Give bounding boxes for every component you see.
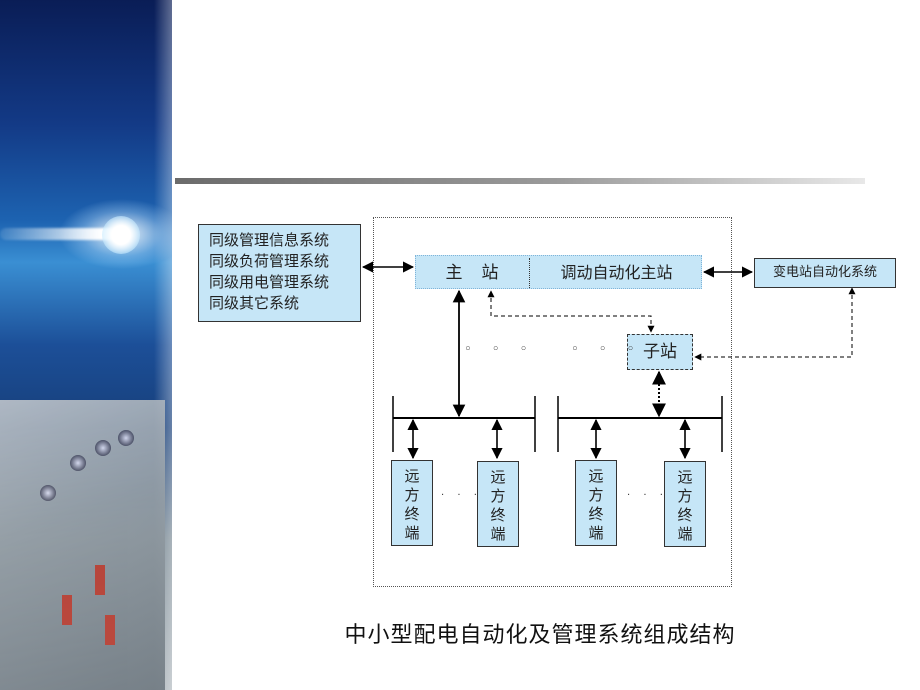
- panel-red-label: [95, 565, 105, 595]
- rtu-char: 远: [490, 468, 506, 486]
- rtu-char: 端: [677, 525, 693, 543]
- rtu-char: 方: [677, 487, 693, 505]
- rtu-char: 端: [588, 524, 604, 542]
- light-beam: [0, 228, 128, 240]
- rtu-char: 终: [490, 506, 506, 524]
- peer-system-item: 同级负荷管理系统: [209, 252, 330, 270]
- rtu-char: 终: [588, 505, 604, 523]
- rtu-char: 方: [490, 487, 506, 505]
- rtu-char: 端: [490, 525, 506, 543]
- panel-knob: [118, 430, 134, 446]
- rtu-char: 远: [677, 468, 693, 486]
- peer-systems-box: 同级管理信息系统 同级负荷管理系统 同级用电管理系统 同级其它系统: [198, 224, 361, 322]
- panel-red-label: [62, 595, 72, 625]
- remote-terminal-unit: 远 方 终 端: [575, 460, 617, 546]
- diagram-caption: 中小型配电自动化及管理系统组成结构: [344, 623, 736, 648]
- sub-station-box: 子站: [627, 334, 693, 370]
- light-glow: [102, 216, 140, 254]
- panel-knob: [70, 455, 86, 471]
- rtu-char: 终: [404, 505, 420, 523]
- main-station-label: 主 站: [445, 263, 500, 283]
- ellipsis-right: ◦ ◦ ◦: [571, 342, 643, 357]
- rtu-char: 远: [404, 467, 420, 485]
- panel-knob: [95, 440, 111, 456]
- peer-system-item: 同级用电管理系统: [209, 273, 330, 291]
- dispatch-master-label: 调动自动化主站: [560, 263, 673, 282]
- equipment-photo: [0, 400, 165, 690]
- rtu-ellipsis-right: · · ·: [627, 490, 668, 501]
- header-separator: [175, 178, 865, 184]
- main-station-box: 主 站 调动自动化主站: [415, 255, 702, 289]
- rtu-char: 端: [404, 524, 420, 542]
- substation-automation-box: 变电站自动化系统: [754, 258, 896, 288]
- peer-system-item: 同级管理信息系统: [209, 231, 330, 249]
- rtu-char: 远: [588, 467, 604, 485]
- rtu-char: 终: [677, 506, 693, 524]
- remote-terminal-unit: 远 方 终 端: [477, 461, 519, 547]
- panel-knob: [40, 485, 56, 501]
- side-photo-band: [0, 0, 172, 690]
- remote-terminal-unit: 远 方 终 端: [664, 461, 706, 547]
- rtu-char: 方: [404, 486, 420, 504]
- rtu-char: 方: [588, 486, 604, 504]
- peer-system-item: 同级其它系统: [209, 294, 300, 312]
- main-station-divider: [529, 258, 530, 288]
- main-substation-dashed-link: [487, 290, 655, 333]
- ellipsis-left: ◦ ◦ ◦: [464, 342, 536, 357]
- panel-red-label: [105, 615, 115, 645]
- rtu-ellipsis-left: · · ·: [441, 490, 482, 501]
- diagram-frame: [373, 217, 732, 587]
- remote-terminal-unit: 远 方 终 端: [391, 460, 433, 546]
- substation-auto-dashed-link: [694, 287, 856, 361]
